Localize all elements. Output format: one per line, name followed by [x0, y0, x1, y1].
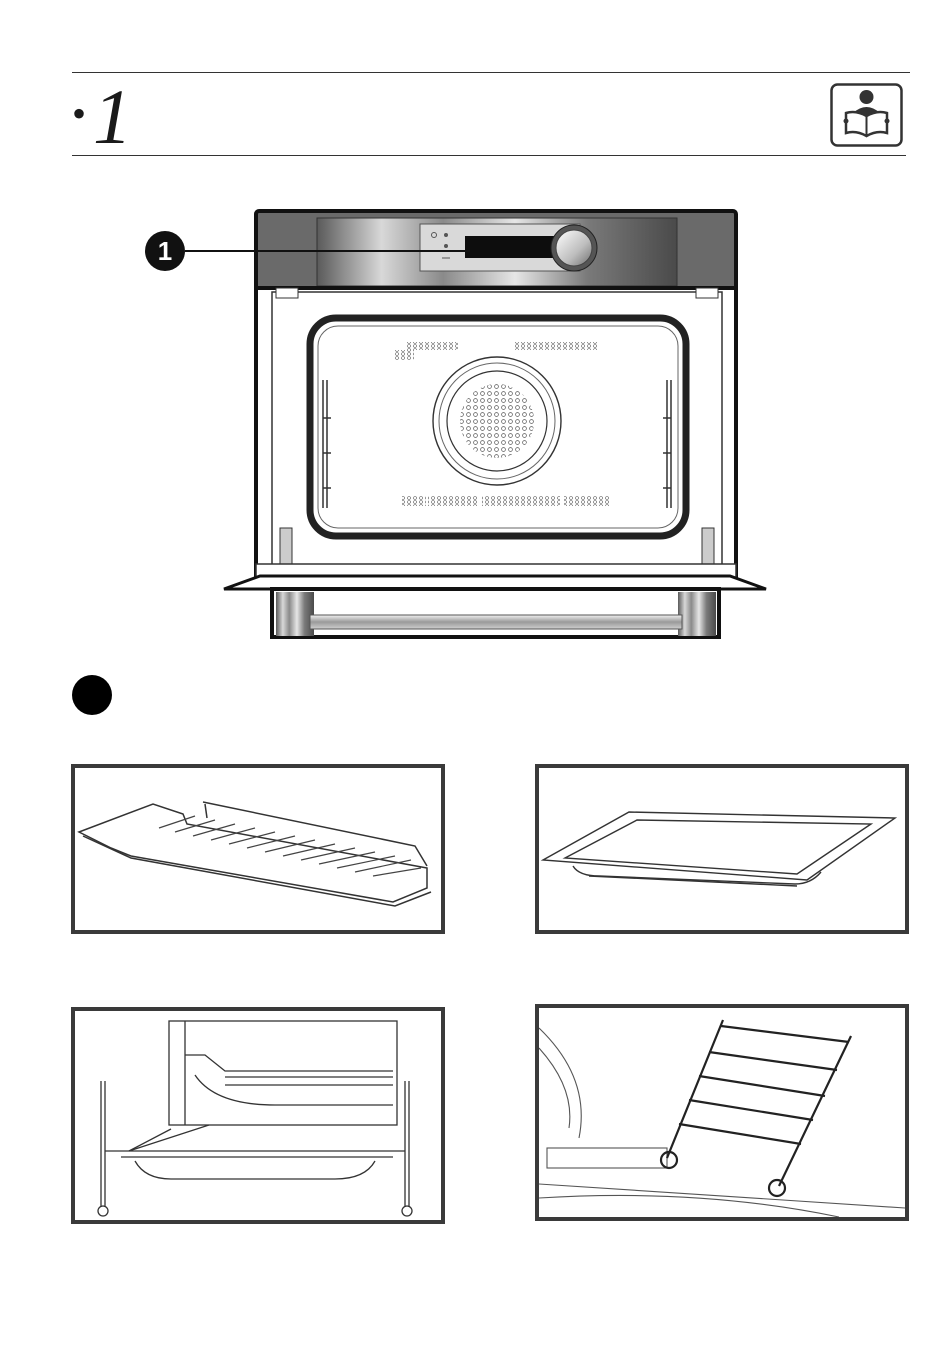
callout-leader-line	[185, 250, 470, 252]
section-title: •1	[72, 76, 133, 152]
wire-rack-icon	[75, 768, 441, 930]
title-bullet: •	[72, 91, 87, 136]
tray-on-side-rails-icon	[75, 1011, 441, 1220]
side-rail-ladder-icon	[539, 1008, 905, 1217]
tray-on-rails-panel	[71, 1007, 445, 1224]
wire-rack-panel	[71, 764, 445, 934]
read-manual-icon	[830, 83, 903, 147]
header-bottom-rule	[72, 155, 906, 156]
callout-1: 1	[145, 231, 185, 271]
oven-illustration	[220, 208, 770, 640]
filled-circle-icon	[72, 675, 112, 715]
header-top-rule	[72, 72, 910, 73]
section-number: 1	[93, 73, 133, 160]
baking-tray-panel	[535, 764, 909, 934]
side-rail-panel	[535, 1004, 909, 1221]
baking-tray-icon	[539, 768, 905, 930]
